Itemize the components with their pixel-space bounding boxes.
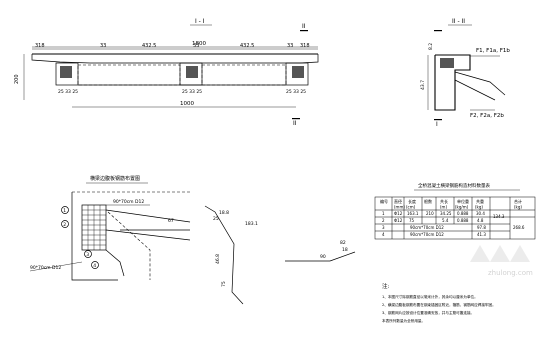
col-unit-8: (kg) xyxy=(514,205,522,210)
bar-dim-5: 75 xyxy=(221,281,227,287)
svg-text:97.8: 97.8 xyxy=(477,225,486,230)
svg-text:4.8: 4.8 xyxy=(477,218,484,223)
seg-dim-1: 318 xyxy=(35,43,45,49)
svg-text:5.4: 5.4 xyxy=(442,218,449,223)
cut-mark-II-bottom: II xyxy=(293,120,297,127)
col-unit-5: (m) xyxy=(440,205,447,210)
watermark-text: zhulong.com xyxy=(488,269,533,277)
svg-text:4: 4 xyxy=(382,232,385,237)
col-header-2: 直径 xyxy=(394,198,402,204)
seg-dim-6: 33 xyxy=(287,43,293,49)
bar-shape-view: 18.8 25 183.1 46.8 75 90 82 18 xyxy=(204,205,356,305)
svg-text:75: 75 xyxy=(409,218,415,223)
height-dim: 200 xyxy=(14,74,20,84)
col-header-7: 共重 xyxy=(476,198,484,204)
cut-mark-I-bottom: I xyxy=(436,121,438,128)
seg-dim-4: 33 xyxy=(193,43,199,49)
material-table: 全桥混凝土横梁钢筋构造材料数量表 编号 直径 长度 根数 共长 单位重 共重 合… xyxy=(374,182,536,240)
note-4: 本表所列数量为全桥用量。 xyxy=(382,318,425,323)
col-header-3: 长度 xyxy=(408,198,416,204)
svg-text:0.888: 0.888 xyxy=(457,211,469,216)
detail-dim-b: 8.2 xyxy=(428,43,434,50)
svg-text:90cm*70cm D12: 90cm*70cm D12 xyxy=(410,232,444,237)
svg-text:163.1: 163.1 xyxy=(407,211,419,216)
rebar-labels-top: F1, F1a, F1b xyxy=(476,48,510,54)
top-overall-dim: 1800 xyxy=(192,41,206,47)
col-unit-2: (mm) xyxy=(394,205,405,210)
col-header-6: 单位重 xyxy=(457,198,469,204)
bar-dim-2: 25 xyxy=(213,216,219,222)
detail-section-view: II - II F1, F1a, F1b F2, F2a, F2b 43.7 8… xyxy=(420,18,510,128)
cross-section-view: I - I 1800 318 33 432.5 33 432.5 33 318 … xyxy=(14,18,319,127)
svg-text:3: 3 xyxy=(382,225,385,230)
callout-3: 3 xyxy=(84,250,92,258)
col-header-8: 合计 xyxy=(514,198,522,204)
callout-1: 1 xyxy=(61,206,69,214)
seg-dim-2: 33 xyxy=(100,43,106,49)
rebar-labels-bottom: F2, F2a, F2b xyxy=(470,113,504,119)
col-unit-7: (kg) xyxy=(475,205,483,210)
detail-dim-a: 43.7 xyxy=(420,80,426,90)
col-header-4: 根数 xyxy=(424,198,432,204)
svg-text:34.25: 34.25 xyxy=(440,211,452,216)
mesh-note-lower: 90*70cm D12 xyxy=(30,265,61,271)
svg-text:134.3: 134.3 xyxy=(493,214,505,219)
note-2: 2、横梁边腹板钢筋布置在钢束锚固区附近，箍筋、钢筋网应焊接牢固。 xyxy=(382,302,496,307)
callout-2: 2 xyxy=(61,220,69,228)
table-title: 全桥混凝土横梁钢筋构造材料数量表 xyxy=(418,182,490,189)
svg-text:4: 4 xyxy=(93,263,96,269)
bar-dim-1: 18.8 xyxy=(219,210,229,216)
svg-text:1: 1 xyxy=(63,208,66,214)
sub-dim-2: 25 33 25 xyxy=(182,89,202,95)
col-unit-3: (cm) xyxy=(406,205,416,210)
rebar-dim: 67 xyxy=(168,218,174,224)
callout-4: 4 xyxy=(91,261,99,269)
bar-dim-7: 82 xyxy=(340,240,346,246)
bar-dim-8: 18 xyxy=(342,247,348,253)
svg-text:Φ12: Φ12 xyxy=(394,211,403,216)
bar-dim-3: 183.1 xyxy=(245,221,258,227)
table-row: 3 90cm*70cm D12 97.8 xyxy=(382,225,486,230)
col-header-5: 共长 xyxy=(440,198,448,204)
seg-dim-7: 318 xyxy=(300,43,310,49)
bar-dim-6: 90 xyxy=(320,254,326,260)
table-row: 4 90cm*70cm D12 41.3 268.6 xyxy=(382,225,525,237)
table-row: 2 Φ12 75 5.4 0.888 4.8 134.3 xyxy=(382,214,505,223)
rebar-detail-title: 横梁边腹板钢筋布置图 xyxy=(90,175,140,182)
mesh-note-upper: 90*70cm D12 xyxy=(113,199,144,205)
svg-text:2: 2 xyxy=(63,222,66,228)
svg-text:3: 3 xyxy=(86,252,89,258)
cut-mark-II-top: II xyxy=(302,23,306,30)
sub-dim-1: 25 33 25 xyxy=(58,89,78,95)
bottom-overall-dim: 1000 xyxy=(180,101,194,107)
watermark-logo: zhulong.com xyxy=(470,245,533,277)
svg-text:2: 2 xyxy=(382,218,385,223)
svg-text:268.6: 268.6 xyxy=(513,225,525,230)
section-label-II: II - II xyxy=(452,18,465,25)
svg-text:0.888: 0.888 xyxy=(457,218,469,223)
notes-heading: 注: xyxy=(382,282,390,290)
svg-text:210: 210 xyxy=(426,211,434,216)
seg-dim-3: 432.5 xyxy=(142,43,156,49)
rebar-detail-view: 横梁边腹板钢筋布置图 90*70cm D12 90*70cm D12 67 xyxy=(29,175,191,281)
svg-text:1: 1 xyxy=(382,211,385,216)
svg-text:30.4: 30.4 xyxy=(476,211,485,216)
note-1: 1、本图尺寸除钢筋直径以毫米计外，其余均以厘米为单位。 xyxy=(382,294,478,299)
section-label-I: I - I xyxy=(195,18,205,25)
svg-text:41.3: 41.3 xyxy=(477,232,486,237)
seg-dim-5: 432.5 xyxy=(240,43,254,49)
note-3: 3、钢筋网片应按设计位置准确安放，并与主筋可靠连接。 xyxy=(382,310,474,315)
col-header-1: 编号 xyxy=(380,198,388,204)
notes-block: 注: 1、本图尺寸除钢筋直径以毫米计外，其余均以厘米为单位。 2、横梁边腹板钢筋… xyxy=(382,282,496,323)
col-unit-6: (kg/m) xyxy=(455,205,469,210)
table-row: 1 Φ12 163.1 210 34.25 0.888 30.4 xyxy=(382,211,485,216)
svg-text:90cm*70cm D12: 90cm*70cm D12 xyxy=(410,225,444,230)
sub-dim-3: 25 33 25 xyxy=(286,89,306,95)
svg-text:Φ12: Φ12 xyxy=(394,218,403,223)
bar-dim-4: 46.8 xyxy=(215,254,221,264)
